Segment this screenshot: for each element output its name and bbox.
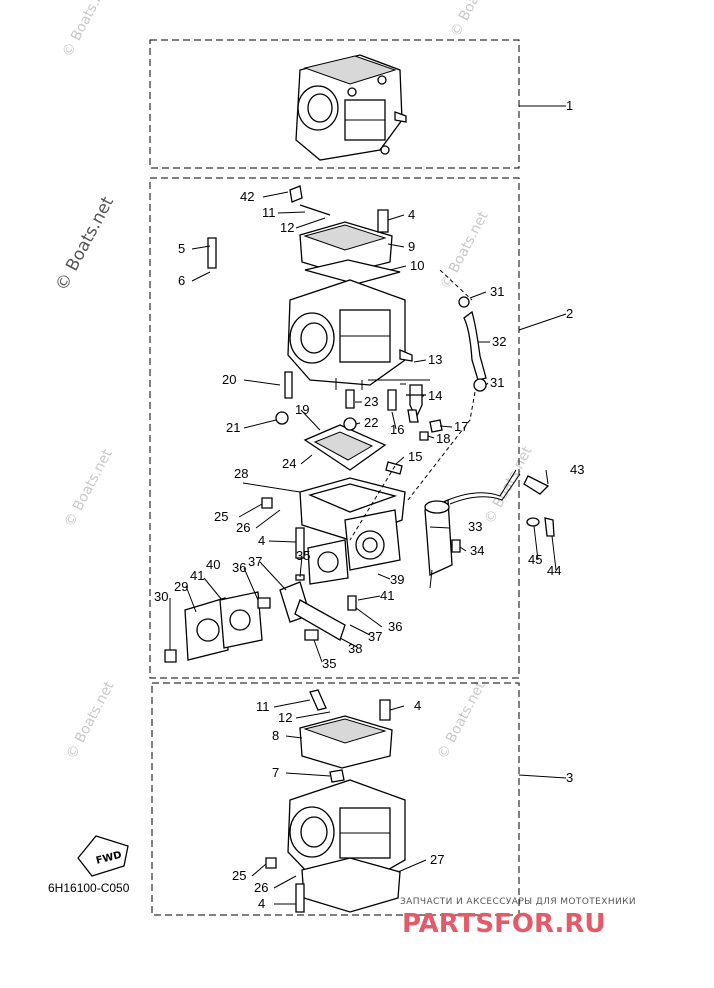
callout-40: 40 [206,557,220,572]
callout-33: 33 [468,519,482,534]
watermark: © Boats.net [63,679,117,762]
callout-24: 24 [282,456,296,471]
callout-15: 15 [408,449,422,464]
callout-3: 3 [566,770,573,785]
callout-12: 12 [278,710,292,725]
callout-12: 12 [280,220,294,235]
callout-23: 23 [364,394,378,409]
group-box-3 [151,682,520,916]
callout-17: 17 [454,419,468,434]
callout-45: 45 [528,552,542,567]
carburetor-assembly-3 [265,689,406,913]
watermark: © Boats.net [52,193,119,294]
callout-18: 18 [436,431,450,446]
callout-11: 11 [262,205,276,220]
callout-36: 36 [232,560,246,575]
callout-39: 39 [390,572,404,587]
callout-13: 13 [428,352,442,367]
callout-19: 19 [295,402,309,417]
store-logo: PARTSFOR.RU [402,909,605,939]
callout-35: 35 [296,548,310,563]
callout-38: 38 [348,641,362,656]
callout-31: 31 [490,284,504,299]
leader-lines [169,105,567,905]
callout-30: 30 [154,589,168,604]
callout-36: 36 [388,619,402,634]
callout-34: 34 [470,543,484,558]
callout-25: 25 [214,509,228,524]
watermark: © Boats.net [447,0,501,40]
callout-16: 16 [390,422,404,437]
drawing-code: 6H16100-C050 [48,881,130,895]
callout-37: 37 [248,554,262,569]
callout-7: 7 [272,765,279,780]
watermark: © Boats.net [437,209,491,292]
watermark: © Boats.net [61,447,115,530]
callout-37: 37 [368,629,382,644]
callout-44: 44 [547,563,561,578]
callout-4: 4 [258,533,265,548]
fwd-arrow: FWD [77,835,129,877]
callout-29: 29 [174,579,188,594]
callouts: 1 2 3 4 4 4 4 5 6 7 8 9 10 11 11 12 12 1… [154,98,584,911]
watermark: © Boats.net [59,0,113,60]
callout-10: 10 [410,258,424,273]
callout-6: 6 [178,273,185,288]
callout-41: 41 [380,588,394,603]
callout-1: 1 [566,98,573,113]
callout-14: 14 [428,388,442,403]
callout-41: 41 [190,568,204,583]
callout-21: 21 [226,420,240,435]
callout-25: 25 [232,868,246,883]
group-box-2 [149,177,520,679]
callout-8: 8 [272,728,279,743]
watermark-group: © Boats.net © Boats.net © Boats.net © Bo… [52,0,536,762]
callout-26: 26 [254,880,268,895]
callout-43: 43 [570,462,584,477]
callout-4: 4 [408,207,415,222]
callout-42: 42 [240,189,254,204]
callout-20: 20 [222,372,236,387]
carburetor-assembly-1 [295,54,407,161]
watermark: © Boats.net [434,679,488,762]
callout-22: 22 [364,415,378,430]
carburetor-assembly-2 [164,185,555,663]
callout-2: 2 [566,306,573,321]
callout-27: 27 [430,852,444,867]
callout-35: 35 [322,656,336,671]
callout-32: 32 [492,334,506,349]
callout-4: 4 [258,896,265,911]
callout-31: 31 [490,375,504,390]
store-tagline: ЗАПЧАСТИ И АКСЕССУАРЫ ДЛЯ МОТОТЕХНИКИ [400,897,636,907]
callout-28: 28 [234,466,248,481]
callout-26: 26 [236,520,250,535]
callout-9: 9 [408,239,415,254]
callout-4: 4 [414,698,421,713]
callout-11: 11 [256,699,270,714]
group-box-1 [149,39,520,169]
callout-5: 5 [178,241,185,256]
